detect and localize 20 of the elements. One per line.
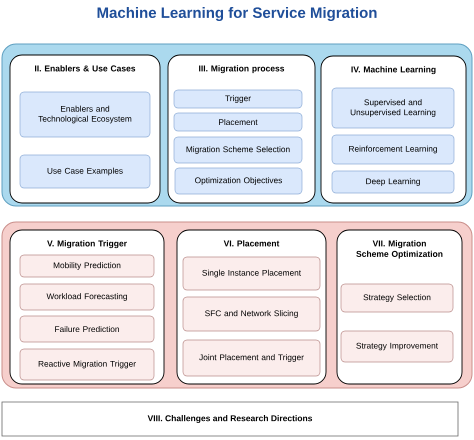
topic-box: Failure Prediction bbox=[20, 316, 154, 342]
section-box: VIII. Challenges and Research Directions bbox=[2, 402, 458, 436]
topic-box: Deep Learning bbox=[332, 170, 454, 194]
title: Machine Learning for Service Migration bbox=[98, 6, 377, 22]
topic-box: Strategy Selection bbox=[340, 284, 454, 312]
topic-box: Optimization Objectives bbox=[174, 168, 302, 194]
topic-box: Trigger bbox=[174, 90, 302, 108]
topic-box: Migration Scheme Selection bbox=[174, 136, 302, 164]
topic-box: Reinforcement Learning bbox=[332, 134, 454, 164]
topic-box: Enablers and Technological Ecosystem bbox=[20, 92, 150, 138]
topic-box: Strategy Improvement bbox=[340, 330, 454, 362]
topic-box: Reactive Migration Trigger bbox=[20, 348, 154, 380]
topic-box: Supervised and Unsupervised Learning bbox=[332, 88, 454, 128]
topic-box: Joint Placement and Trigger bbox=[182, 340, 320, 376]
topic-box: Single Instance Placement bbox=[182, 256, 320, 290]
topic-box: Use Case Examples bbox=[20, 154, 150, 188]
topic-box: SFC and Network Slicing bbox=[182, 296, 320, 332]
topic-box: Workload Forecasting bbox=[20, 284, 154, 310]
topic-box: Mobility Prediction bbox=[20, 254, 154, 278]
topic-box: Placement bbox=[174, 112, 302, 132]
